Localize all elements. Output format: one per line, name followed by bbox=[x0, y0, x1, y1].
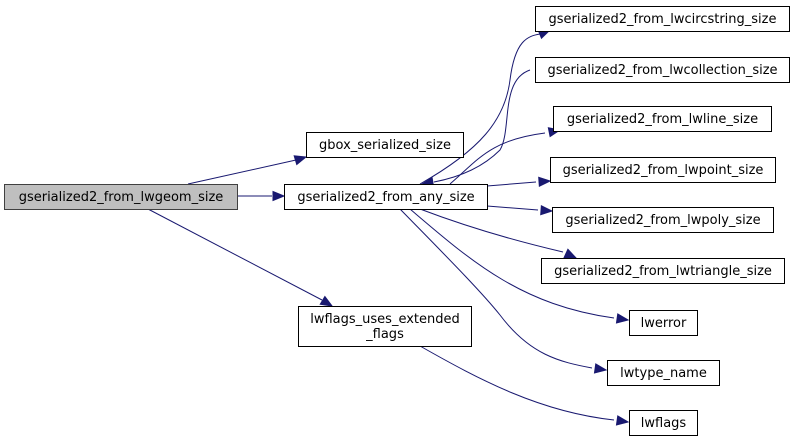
node-box[interactable] bbox=[541, 258, 785, 284]
edge-any-to-coll bbox=[420, 69, 531, 188]
edge-root-to-gbox bbox=[187, 155, 308, 185]
node-box[interactable] bbox=[553, 106, 772, 132]
node-any[interactable]: gserialized2_from_any_size bbox=[284, 184, 488, 210]
node-label: gserialized2_from_lwcircstring_size bbox=[548, 12, 776, 27]
node-lwflags[interactable]: lwflags bbox=[629, 410, 698, 436]
arrowhead-icon bbox=[615, 313, 630, 324]
node-circ[interactable]: gserialized2_from_lwcircstring_size bbox=[535, 6, 790, 32]
edge-any-to-lwerror bbox=[409, 208, 630, 324]
arrowhead-icon bbox=[319, 295, 334, 307]
node-coll[interactable]: gserialized2_from_lwcollection_size bbox=[535, 57, 790, 83]
edge-line bbox=[187, 159, 297, 185]
node-label: gserialized2_from_lwpoint_size bbox=[563, 163, 764, 178]
edge-any-to-circ bbox=[419, 29, 552, 185]
edge-line bbox=[486, 181, 537, 187]
arrowhead-icon bbox=[538, 176, 552, 188]
arrowhead-icon bbox=[272, 190, 286, 202]
node-box[interactable] bbox=[298, 306, 472, 347]
edge-any-to-lwtype bbox=[399, 208, 608, 374]
edge-line bbox=[486, 205, 539, 211]
node-label: lwflags_uses_extended bbox=[310, 312, 460, 327]
node-label: lwflags bbox=[641, 416, 687, 431]
node-box[interactable] bbox=[535, 6, 790, 32]
node-label: gserialized2_from_lwtriangle_size bbox=[554, 264, 772, 279]
node-box[interactable] bbox=[552, 207, 774, 233]
node-box[interactable] bbox=[4, 184, 238, 210]
edge-line bbox=[419, 33, 541, 185]
node-line[interactable]: gserialized2_from_lwline_size bbox=[553, 106, 772, 132]
arrowhead-icon bbox=[593, 363, 608, 374]
arrowhead-icon bbox=[563, 248, 578, 259]
edge-line bbox=[409, 208, 615, 319]
edge-line bbox=[419, 208, 564, 253]
node-box[interactable] bbox=[550, 157, 776, 183]
edge-root-to-ext bbox=[147, 208, 334, 307]
node-box[interactable] bbox=[607, 360, 720, 386]
node-label: gserialized2_from_lwline_size bbox=[567, 112, 758, 127]
node-box[interactable] bbox=[284, 184, 488, 210]
node-lwtype[interactable]: lwtype_name bbox=[607, 360, 720, 386]
node-root[interactable]: gserialized2_from_lwgeom_size bbox=[4, 184, 238, 210]
arrowhead-icon bbox=[615, 415, 630, 426]
arrowhead-icon bbox=[540, 204, 554, 216]
edge-any-to-poly bbox=[486, 204, 554, 216]
node-label: gserialized2_from_lwcollection_size bbox=[547, 63, 777, 78]
node-gbox[interactable]: gbox_serialized_size bbox=[306, 132, 464, 158]
arrowhead-icon bbox=[293, 155, 308, 166]
node-label: gserialized2_from_any_size bbox=[297, 190, 474, 205]
edge-any-to-point bbox=[486, 176, 552, 188]
edge-line bbox=[433, 69, 531, 183]
edge-line bbox=[399, 208, 593, 369]
node-ext[interactable]: lwflags_uses_extended_flags bbox=[298, 306, 472, 347]
node-label: lwerror bbox=[641, 316, 687, 331]
edge-line bbox=[419, 345, 615, 421]
edge-root-to-any bbox=[237, 190, 286, 202]
node-lwerror[interactable]: lwerror bbox=[629, 310, 698, 336]
node-point[interactable]: gserialized2_from_lwpoint_size bbox=[550, 157, 776, 183]
node-poly[interactable]: gserialized2_from_lwpoly_size bbox=[552, 207, 774, 233]
edge-line bbox=[449, 132, 546, 185]
node-box[interactable] bbox=[535, 57, 790, 83]
edge-any-to-tri bbox=[419, 208, 578, 259]
node-label: _flags bbox=[365, 327, 404, 342]
node-box[interactable] bbox=[629, 410, 698, 436]
node-box[interactable] bbox=[629, 310, 698, 336]
edge-line bbox=[147, 208, 323, 301]
node-label: lwtype_name bbox=[620, 366, 707, 381]
nodes-layer: gserialized2_from_lwgeom_size gbox_serial… bbox=[4, 6, 790, 436]
edge-ext-to-lwflags bbox=[419, 345, 630, 426]
node-label: gbox_serialized_size bbox=[319, 138, 451, 153]
node-label: gserialized2_from_lwgeom_size bbox=[19, 190, 224, 205]
node-box[interactable] bbox=[306, 132, 464, 158]
node-tri[interactable]: gserialized2_from_lwtriangle_size bbox=[541, 258, 785, 284]
node-label: gserialized2_from_lwpoly_size bbox=[565, 213, 760, 228]
